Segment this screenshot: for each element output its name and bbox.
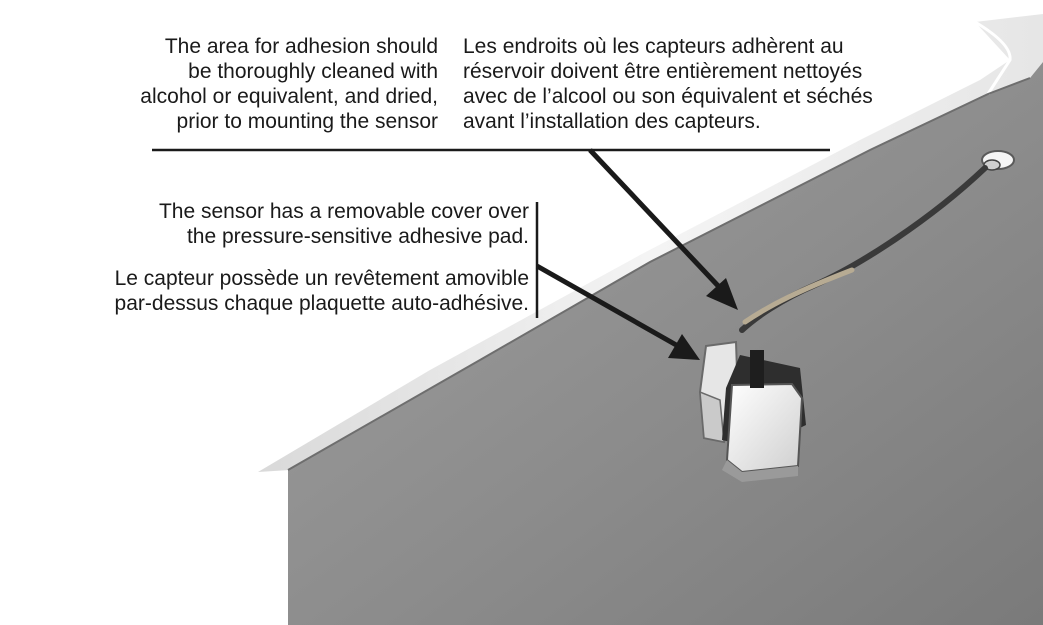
callout-cover-french: Le capteur possède un revêtement amovibl… [115,266,529,316]
tank-edge-shadow [287,77,1031,471]
callout-line: Le capteur possède un revêtement amovibl… [114,267,529,290]
callout-line: réservoir doivent être entièrement netto… [463,60,863,83]
callout-line: The area for adhesion should [164,35,438,58]
callout-line: prior to mounting the sensor [176,110,438,133]
sensor-cable-sheath [742,267,855,325]
cable-port [981,150,1015,171]
callout-cover-english: The sensor has a removable cover over th… [159,199,529,249]
callout-line: Les endroits où les capteurs adhèrent au [463,35,844,58]
callout-line: par-dessus chaque plaquette auto-adhésiv… [114,292,529,315]
callout-line: alcohol or equivalent, and dried, [140,85,438,108]
tank-side-face [288,62,1043,625]
top-callout-leader [588,148,724,292]
callout-line: avec de l’alcool ou son équivalent et sé… [463,85,873,108]
callout-cleaning-english: The area for adhesion should be thorough… [140,34,438,134]
cover-callout-leader [535,263,680,349]
sensor-pad [722,350,806,482]
tank-top-edge [258,14,1043,472]
callout-line: avant l’installation des capteurs. [463,110,761,133]
top-callout-arrowhead [706,278,738,310]
callout-line: be thoroughly cleaned with [188,60,438,83]
callout-cleaning-french: Les endroits où les capteurs adhèrent au… [463,34,873,134]
tank-edge-highlight [974,20,1012,95]
cover-callout-arrowhead [668,334,700,360]
callout-line: The sensor has a removable cover over [158,200,529,223]
callout-line: the pressure-sensitive adhesive pad. [186,225,529,248]
